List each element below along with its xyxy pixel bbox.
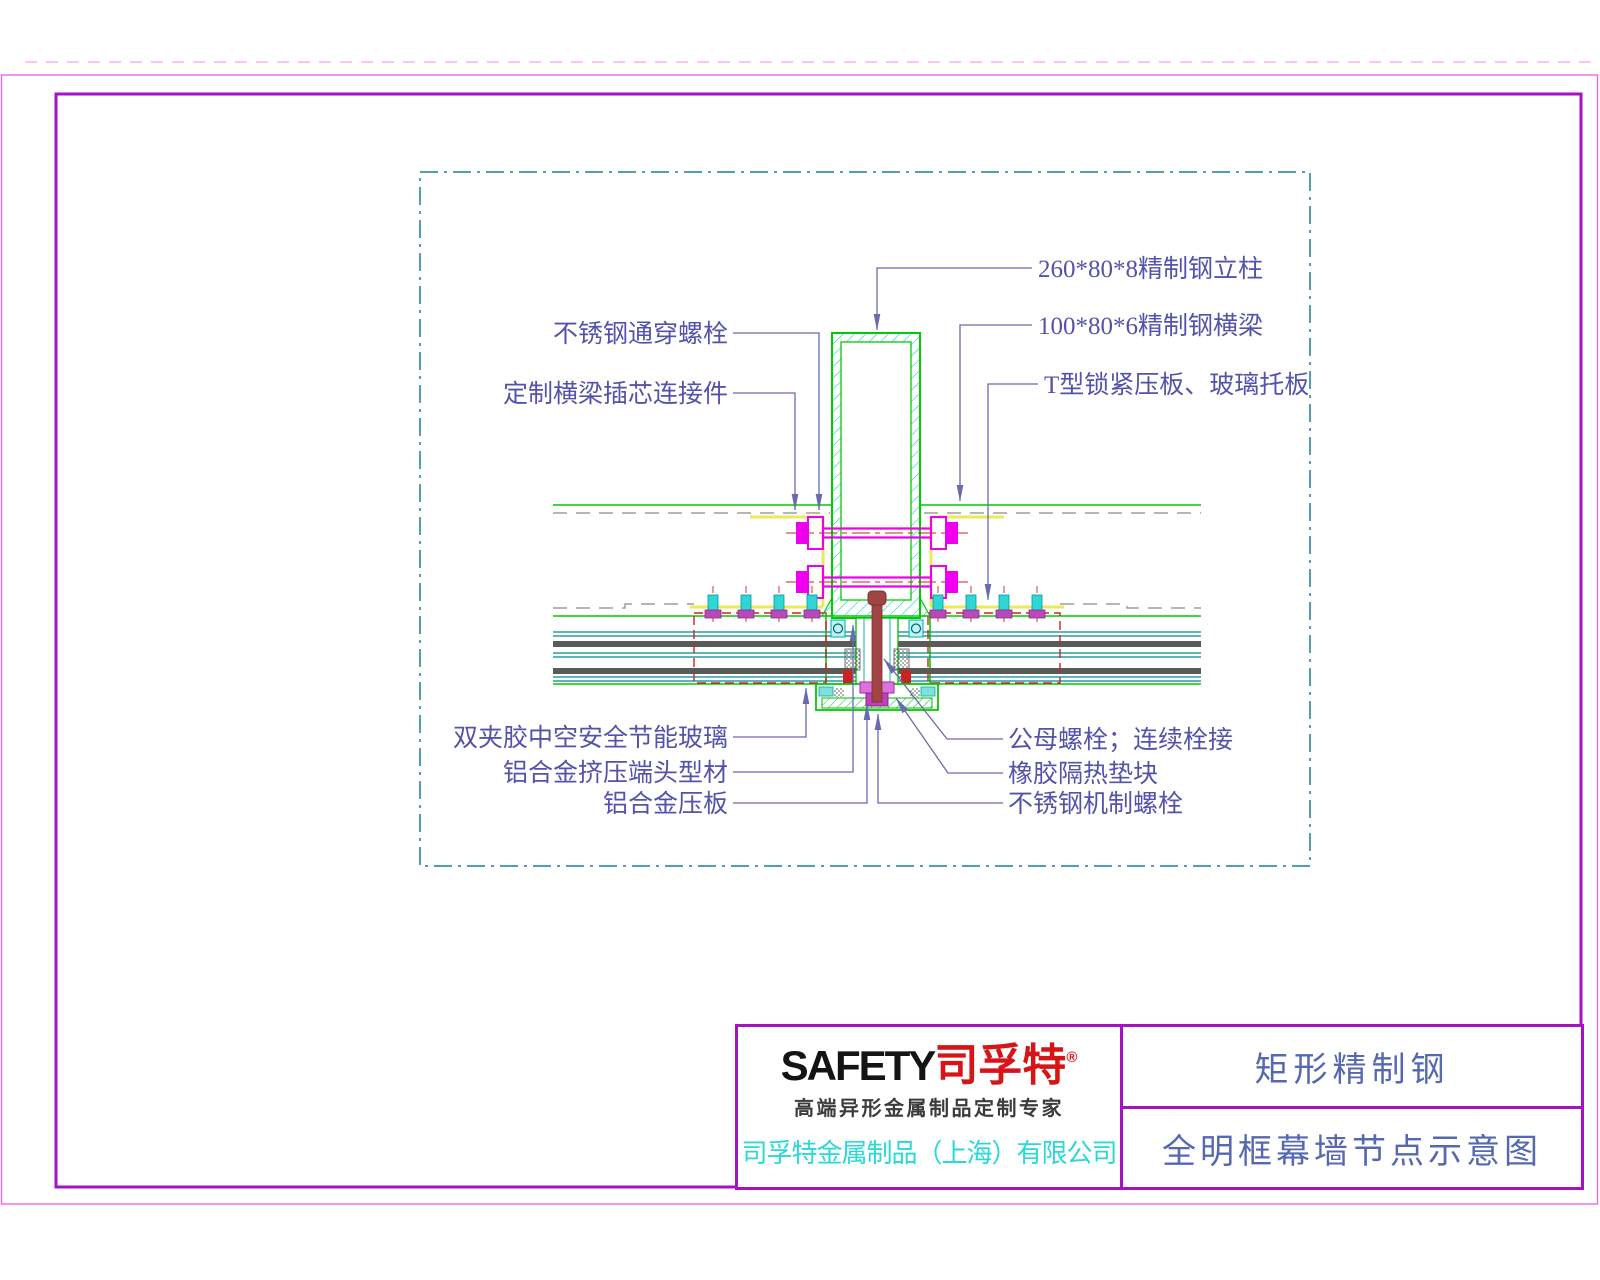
label-male-female-bolt: 公母螺栓；连续栓接 (1008, 726, 1233, 754)
leader-through-bolt (733, 332, 823, 511)
logo-safety-text: SAFETY (780, 1042, 937, 1089)
machine-bolt (867, 590, 887, 703)
column-outer-face (831, 332, 921, 619)
label-rubber-pad: 橡胶隔热垫块 (1008, 760, 1158, 788)
setting-blocks (843, 670, 911, 686)
label-through-bolt: 不锈钢通穿螺栓 (553, 320, 728, 348)
center-glass-joint (815, 590, 939, 711)
leader-lines (733, 267, 1038, 804)
title-block-logo-cell: SAFETY司孚特® 高端异形金属制品定制专家 司孚特金属制品（上海）有限公司 (738, 1027, 1123, 1187)
leader-machine-bolt (874, 713, 1003, 804)
label-insert-connector: 定制横梁插芯连接件 (503, 380, 728, 408)
company-tagline: 高端异形金属制品定制专家 (794, 1098, 1064, 1120)
glass-stack (553, 631, 1201, 682)
outer-border (0, 74, 1599, 1205)
company-logo: SAFETY司孚特® (781, 1044, 1078, 1088)
through-bolt-upper (786, 516, 968, 550)
beam-and-glass-lines (553, 504, 1201, 685)
title-block: SAFETY司孚特® 高端异形金属制品定制专家 司孚特金属制品（上海）有限公司 … (735, 1024, 1584, 1190)
glass-pane-lines (553, 631, 1201, 682)
product-name: 矩形精制钢 (1123, 1027, 1581, 1109)
label-beam: 100*80*6精制钢横梁 (1038, 312, 1263, 340)
column-bottom-flare-right (919, 595, 932, 617)
leader-end-profile (733, 624, 857, 773)
company-name: 司孚特金属制品（上海）有限公司 (741, 1139, 1117, 1168)
t-bolt-stems (707, 594, 1043, 613)
label-pressure-plate: 铝合金压板 (603, 790, 728, 818)
glass-interlayer-bands (553, 641, 1201, 674)
leader-column (873, 267, 1032, 331)
drawing-title: 全明框幕墙节点示意图 (1162, 1133, 1542, 1171)
drawing-boundary-frame (419, 171, 1311, 867)
label-glass: 双夹胶中空安全节能玻璃 (453, 724, 728, 752)
title-block-titles-cell: 矩形精制钢 全明框幕墙节点示意图 (1123, 1027, 1581, 1187)
steel-column (820, 332, 932, 619)
registered-trademark-icon: ® (1066, 1049, 1078, 1066)
leader-insert-connector (733, 392, 799, 511)
column-wall-hatch (832, 333, 920, 618)
t-lock-bolts (704, 586, 1046, 622)
label-machine-bolt: 不锈钢机制螺栓 (1008, 790, 1183, 818)
glass-edge-highlight-boxes (693, 612, 1061, 684)
leader-pressure-plate (733, 703, 871, 804)
column-bottom-flare-left (820, 595, 833, 617)
t-bolt-bases (704, 609, 1046, 619)
leader-rubber-pad (895, 697, 1003, 774)
leader-beam (956, 324, 1032, 502)
leader-male-female-bolt (883, 658, 1003, 740)
annotation-labels: 260*80*8精制钢立柱 100*80*6精制钢横梁 T型锁紧压板、玻璃托板 … (453, 255, 1309, 818)
through-bolt-lower (786, 565, 968, 599)
label-column: 260*80*8精制钢立柱 (1038, 255, 1263, 283)
hidden-dashed-lines (553, 512, 1201, 609)
leader-t-plate (984, 383, 1038, 601)
leader-glass (733, 687, 810, 738)
label-t-plate: T型锁紧压板、玻璃托板 (1044, 371, 1309, 399)
column-inner-face (840, 341, 912, 601)
through-bolts (786, 516, 968, 599)
logo-chinese-text: 司孚特 (934, 1041, 1067, 1090)
edge-gaskets (830, 619, 924, 638)
label-end-profile: 铝合金挤压端头型材 (503, 759, 728, 787)
